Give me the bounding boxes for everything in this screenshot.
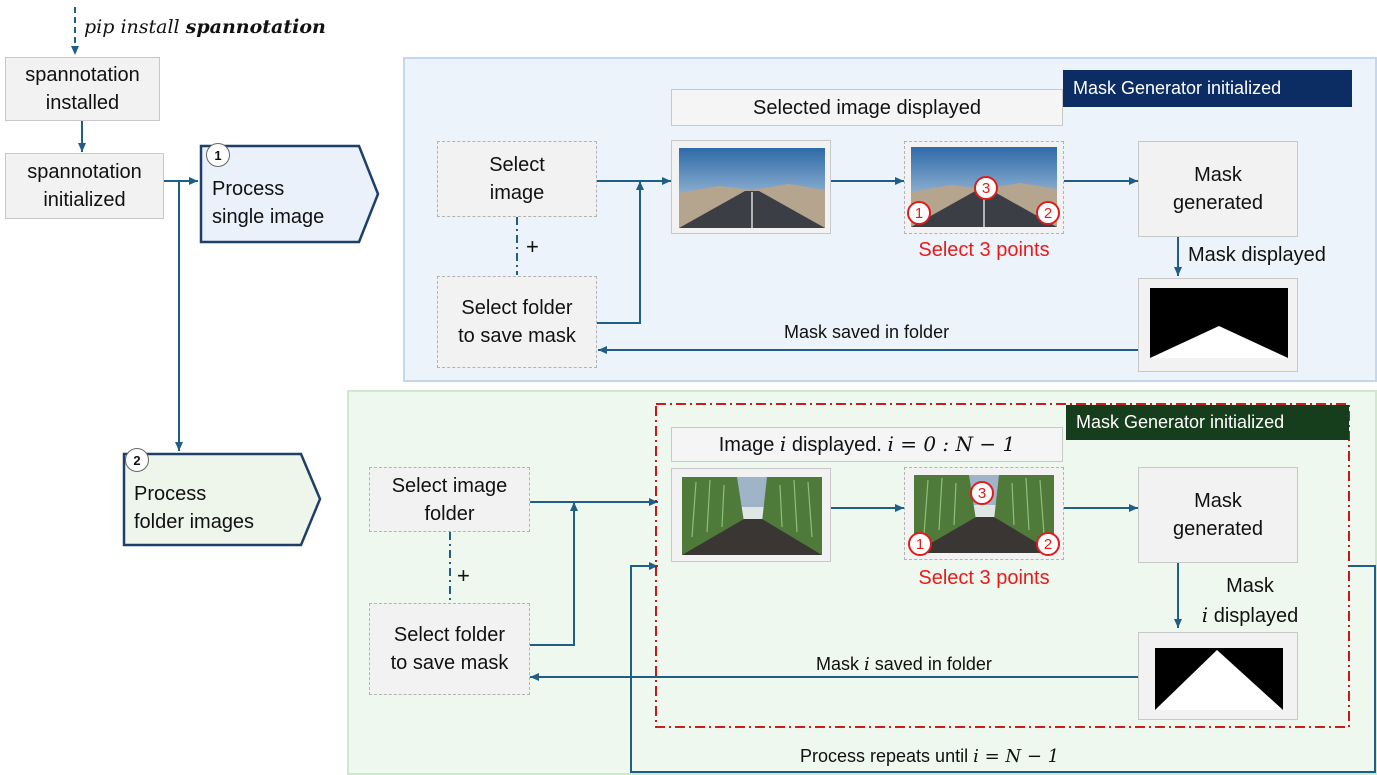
plus-sign: +	[457, 563, 470, 588]
install-command: pip install spannotation	[84, 16, 326, 38]
process2-shape	[122, 452, 322, 547]
select-3-points-label: Select 3 points	[918, 567, 1050, 589]
step-1-badge: 1	[206, 143, 230, 167]
process1-shape	[199, 144, 380, 244]
mask-i-saved-label: Mask i saved in folder	[816, 654, 992, 675]
mask-displayed-label: Mask displayed	[1188, 244, 1326, 266]
point-3-marker[interactable]: 3	[974, 176, 998, 200]
point-3-marker[interactable]: 3	[970, 481, 994, 505]
selected-image-displayed-label: Selected image displayed	[671, 89, 1063, 126]
step-2-badge: 2	[125, 448, 149, 472]
plus-sign: +	[526, 234, 539, 259]
point-2-marker[interactable]: 2	[1036, 201, 1060, 225]
mask-preview-top	[1138, 278, 1298, 372]
crop-image	[671, 468, 831, 562]
mask-preview-bottom	[1138, 632, 1298, 720]
mask-saved-label: Mask saved in folder	[784, 322, 950, 342]
point-1-marker[interactable]: 1	[907, 201, 931, 225]
mask-generator-badge-bottom: Mask Generator initialized	[1066, 405, 1349, 440]
select-3-points-label: Select 3 points	[918, 239, 1050, 261]
road-image	[671, 140, 831, 234]
point-2-marker[interactable]: 2	[1036, 532, 1060, 556]
repeat-label: Process repeats until i = N − 1	[800, 746, 1060, 767]
mask-generator-badge-top: Mask Generator initialized	[1063, 70, 1352, 107]
point-1-marker[interactable]: 1	[908, 532, 932, 556]
image-i-displayed-label: Image i displayed. i = 0 : N − 1	[671, 427, 1063, 462]
